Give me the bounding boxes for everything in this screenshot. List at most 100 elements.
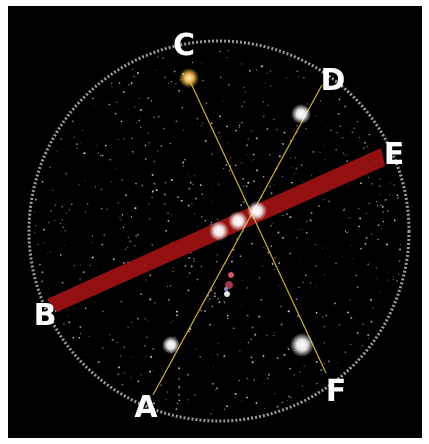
background-star bbox=[207, 300, 209, 302]
background-star bbox=[250, 338, 253, 341]
background-star bbox=[152, 348, 155, 350]
background-star bbox=[245, 154, 247, 156]
background-star bbox=[202, 79, 204, 82]
background-star bbox=[180, 199, 183, 202]
background-star bbox=[211, 201, 213, 203]
background-star bbox=[100, 188, 103, 191]
background-star bbox=[324, 158, 326, 160]
background-star bbox=[265, 130, 267, 132]
background-star bbox=[393, 276, 394, 278]
background-star bbox=[398, 260, 401, 263]
background-star bbox=[280, 323, 283, 326]
background-star bbox=[182, 161, 185, 164]
background-star bbox=[296, 124, 298, 127]
background-star bbox=[262, 176, 265, 178]
background-star bbox=[188, 173, 189, 175]
background-star bbox=[321, 199, 323, 201]
background-star bbox=[289, 252, 292, 255]
background-star bbox=[151, 196, 153, 199]
background-star bbox=[41, 271, 44, 274]
background-star bbox=[278, 262, 281, 264]
background-star bbox=[201, 62, 202, 64]
background-star bbox=[163, 128, 165, 130]
background-star bbox=[334, 302, 336, 305]
background-star bbox=[178, 386, 181, 389]
background-star bbox=[131, 321, 133, 323]
background-star bbox=[305, 128, 307, 130]
background-star bbox=[269, 154, 271, 156]
background-star bbox=[124, 194, 128, 197]
star-upper-right bbox=[291, 104, 311, 124]
background-star bbox=[351, 258, 353, 259]
background-star bbox=[154, 302, 156, 304]
background-star bbox=[264, 408, 266, 410]
background-star bbox=[167, 212, 169, 214]
background-star bbox=[133, 75, 135, 78]
background-star bbox=[213, 295, 216, 298]
background-star bbox=[170, 179, 173, 181]
background-star bbox=[72, 336, 75, 339]
background-star bbox=[148, 320, 150, 322]
background-star bbox=[89, 264, 91, 267]
background-star bbox=[336, 131, 338, 134]
background-star bbox=[223, 300, 225, 302]
label-d: D bbox=[321, 63, 346, 98]
background-star bbox=[114, 113, 117, 115]
background-star bbox=[364, 141, 366, 144]
background-star bbox=[149, 274, 152, 277]
background-star bbox=[66, 316, 68, 317]
background-star bbox=[298, 76, 300, 78]
background-star bbox=[65, 212, 67, 214]
background-star bbox=[117, 202, 119, 204]
background-star bbox=[117, 138, 119, 140]
background-star bbox=[60, 138, 63, 141]
background-star bbox=[194, 213, 196, 215]
background-star bbox=[270, 224, 272, 227]
background-star bbox=[330, 129, 332, 131]
background-star bbox=[240, 162, 242, 164]
background-star bbox=[291, 166, 293, 168]
background-star bbox=[172, 271, 174, 273]
background-star bbox=[177, 196, 179, 198]
background-star bbox=[155, 69, 157, 71]
background-star bbox=[256, 50, 258, 52]
background-star bbox=[315, 311, 318, 314]
background-star bbox=[353, 318, 354, 320]
background-star bbox=[216, 387, 218, 390]
background-star bbox=[121, 214, 124, 216]
background-star bbox=[91, 235, 94, 237]
background-star bbox=[144, 144, 147, 147]
background-star bbox=[263, 247, 265, 249]
background-star bbox=[368, 176, 370, 179]
background-star bbox=[228, 83, 230, 86]
background-star bbox=[239, 350, 241, 352]
background-star bbox=[194, 175, 195, 177]
background-star bbox=[59, 254, 62, 256]
background-star bbox=[337, 361, 339, 363]
background-star bbox=[323, 326, 326, 328]
background-star bbox=[197, 226, 198, 228]
background-star bbox=[160, 145, 163, 147]
background-star bbox=[213, 292, 216, 295]
orion-nebula bbox=[224, 272, 234, 297]
background-star bbox=[191, 203, 193, 205]
background-star bbox=[240, 342, 241, 343]
background-star bbox=[76, 148, 78, 150]
background-star bbox=[223, 301, 226, 304]
background-star bbox=[273, 118, 275, 121]
background-star bbox=[101, 208, 103, 210]
background-star bbox=[93, 105, 95, 107]
background-star bbox=[123, 346, 126, 348]
background-star bbox=[253, 180, 256, 183]
background-star bbox=[241, 279, 244, 281]
background-star bbox=[397, 196, 399, 199]
background-star bbox=[124, 372, 126, 374]
background-star bbox=[262, 100, 265, 103]
background-star bbox=[99, 154, 102, 157]
background-star bbox=[127, 326, 129, 328]
background-star bbox=[178, 367, 180, 370]
background-star bbox=[337, 112, 340, 115]
background-star bbox=[261, 197, 263, 198]
background-star bbox=[243, 200, 246, 203]
background-star bbox=[318, 204, 321, 207]
